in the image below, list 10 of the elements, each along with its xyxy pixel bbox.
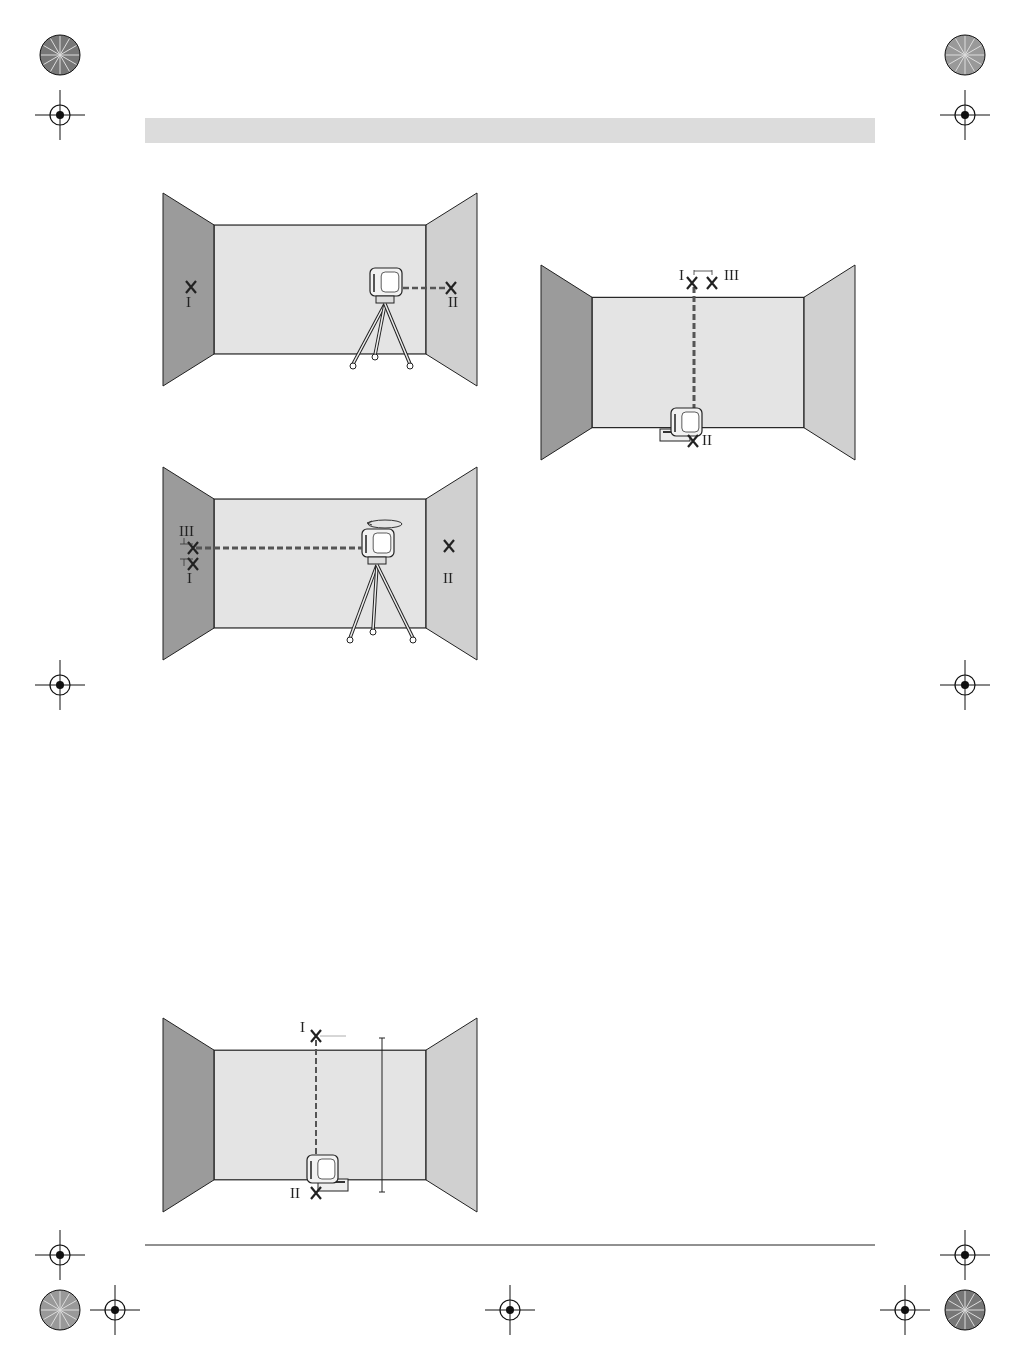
roman-numeral-label: II bbox=[443, 571, 453, 586]
roman-numeral-label: III bbox=[724, 268, 739, 283]
roman-numeral-label: I bbox=[679, 268, 684, 283]
roman-numeral-label: III bbox=[179, 524, 194, 539]
roman-numeral-label: II bbox=[702, 433, 712, 448]
roman-numeral-label: I bbox=[300, 1020, 305, 1035]
roman-numeral-label: I bbox=[186, 295, 191, 310]
roman-numeral-label: II bbox=[448, 295, 458, 310]
roman-numeral-label: I bbox=[187, 571, 192, 586]
roman-numeral-label: II bbox=[290, 1186, 300, 1201]
